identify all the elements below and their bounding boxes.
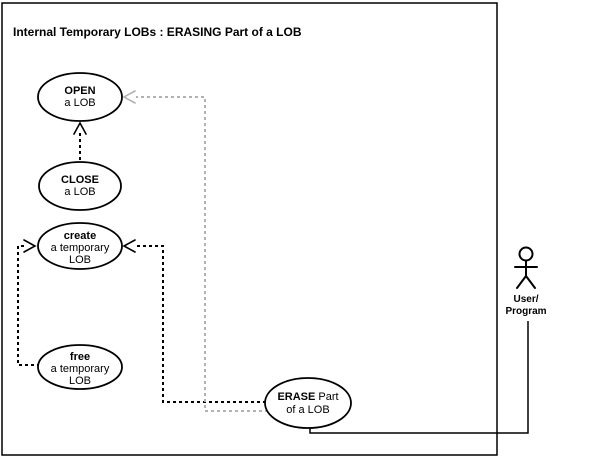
connectors	[17, 90, 529, 434]
actor-label-line2: Program	[505, 306, 546, 317]
use-case-free: free a temporary LOB	[37, 344, 123, 390]
use-case-close-label-line1: CLOSE	[61, 174, 99, 186]
use-case-close-label-line2: a LOB	[64, 186, 95, 198]
use-case-free-shape	[37, 344, 123, 390]
actor-user-program: User/ Program	[505, 246, 547, 317]
use-case-open-shape	[37, 72, 123, 122]
use-case-create-label-line2: a temporary	[51, 242, 110, 254]
use-case-close-shape	[38, 161, 122, 211]
use-case-create-label-line1: create	[64, 230, 96, 242]
use-case-free-label-line3: LOB	[69, 375, 91, 387]
arrowhead-into-open-right-gray	[122, 90, 136, 104]
arrowhead-into-open-bottom	[73, 121, 87, 135]
use-case-free-label-line1: free	[70, 351, 90, 363]
use-case-create-shape	[37, 222, 123, 270]
use-case-erase-label-line2: of a LOB	[286, 404, 329, 416]
actor-label-line1: User/	[513, 294, 538, 305]
use-case-create-label-line3: LOB	[69, 254, 91, 266]
arrowhead-into-create-right	[122, 239, 136, 253]
use-case-erase-label-bold: ERASE	[277, 391, 315, 403]
diagram-title: Internal Temporary LOBs : ERASING Part o…	[13, 25, 302, 39]
actor-legs-icon	[516, 275, 536, 289]
association-erase-to-actor	[309, 321, 529, 434]
actor-head-icon	[518, 246, 534, 262]
use-case-open-label-line2: a LOB	[64, 97, 95, 109]
arrowhead-into-create-left	[23, 239, 37, 253]
dependency-erase-to-create-line	[136, 245, 266, 403]
dependency-free-to-create-line	[17, 245, 40, 366]
use-case-free-label-line2: a temporary	[51, 363, 110, 375]
use-case-erase-shape	[264, 377, 352, 429]
dependency-erase-to-open-line	[136, 96, 268, 412]
use-case-close: CLOSE a LOB	[38, 161, 122, 211]
use-case-open: OPEN a LOB	[37, 72, 123, 122]
use-case-open-label-line1: OPEN	[64, 85, 95, 97]
system-boundary-box	[1, 2, 498, 456]
use-case-erase-label-rest: Part	[318, 391, 338, 403]
use-case-create: create a temporary LOB	[37, 222, 123, 270]
